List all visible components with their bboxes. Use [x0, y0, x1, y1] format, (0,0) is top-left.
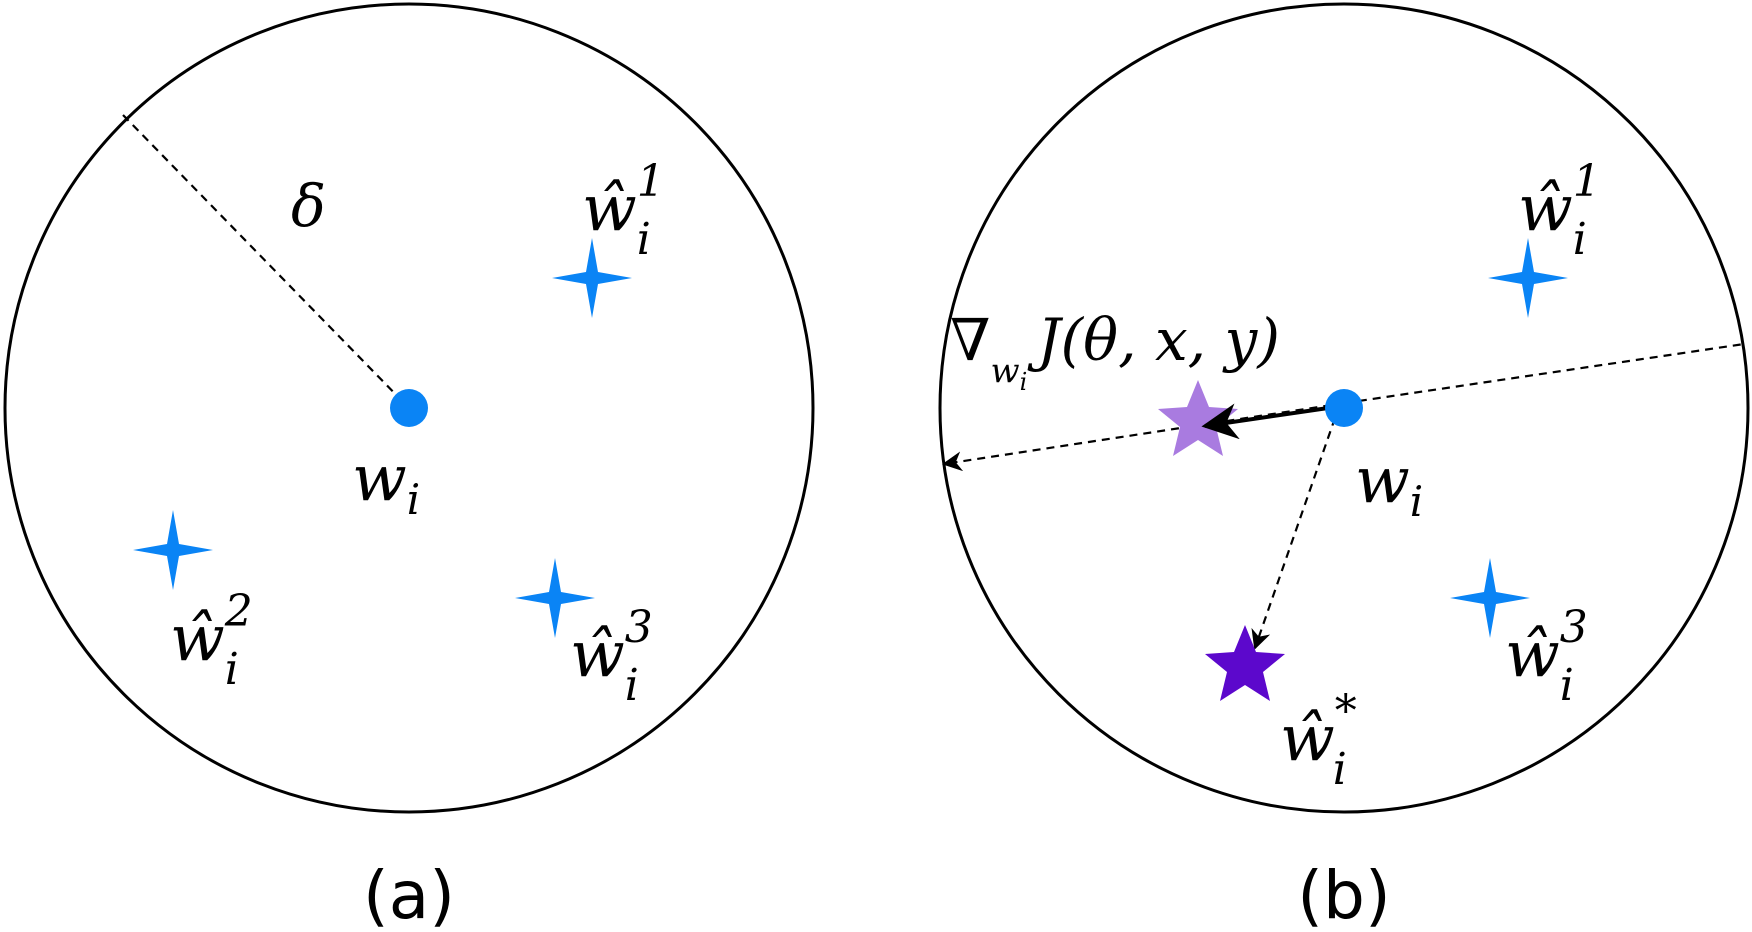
panel-a-candidate-3-star-icon — [515, 558, 595, 638]
panel-b-selection-dashed-arrow — [1251, 417, 1337, 650]
panel-b-gradient-arrow — [1201, 403, 1336, 440]
panel-a-caption: (a) — [363, 857, 455, 932]
panel-b-caption: (b) — [1297, 857, 1390, 932]
panel-b-gradient-star-icon — [1158, 380, 1238, 456]
panel-b-candidate-1-star-icon — [1488, 238, 1568, 318]
panel-a-candidate-2-star-icon — [133, 510, 213, 590]
panel-b-selected-star-icon — [1205, 625, 1285, 701]
panel-a-radius-line — [122, 114, 410, 409]
panel-a-radius-label: δ — [291, 172, 326, 240]
panel-b-center-point — [1325, 389, 1363, 427]
panel-b-selected-label: ŵ*i — [1280, 686, 1357, 795]
panel-b-candidate-3-star-icon — [1450, 558, 1530, 638]
panel-a-center-point — [390, 389, 428, 427]
panel-b-left-dashed-arrow — [942, 401, 1346, 472]
panel-b-gradient-label: ∇wiJ(θ, x, y) — [950, 306, 1280, 396]
panel-b-boundary-circle — [938, 2, 1750, 814]
panel-b-center-label: wi — [1355, 444, 1423, 526]
panel-a-center-label: wi — [352, 442, 420, 524]
panel-a-boundary-circle — [3, 2, 815, 814]
panel-b-right-dashed-line — [1344, 342, 1745, 405]
panel-a-candidate-1-star-icon — [552, 238, 632, 318]
